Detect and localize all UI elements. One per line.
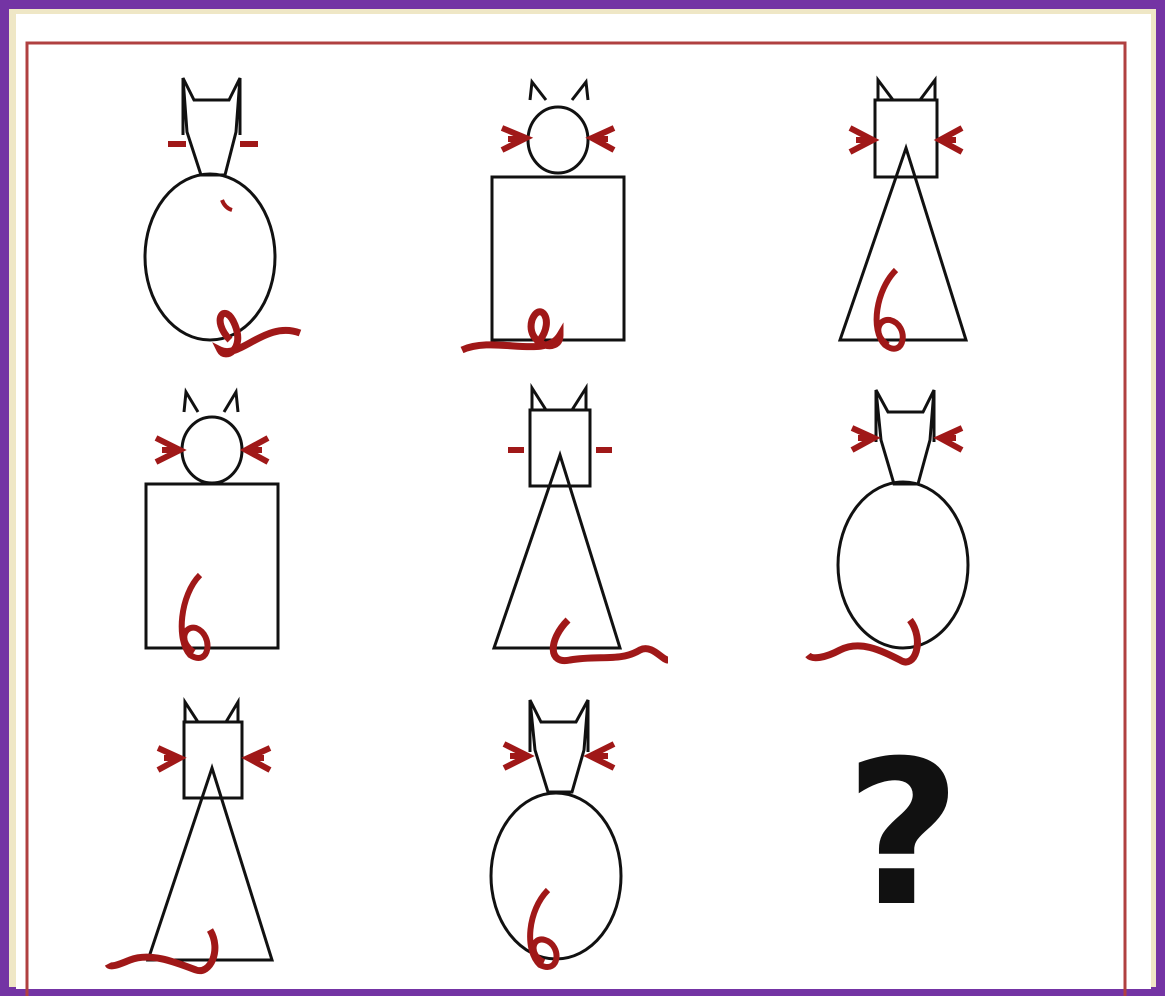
cat-whiskers: [158, 748, 270, 770]
cat-tail: [530, 890, 556, 967]
cat-tail: [182, 575, 208, 658]
cat-body: [145, 174, 275, 340]
cat-head: [182, 417, 242, 483]
cat-head: [530, 700, 588, 792]
cat-body: [492, 177, 624, 340]
cat-head: [183, 78, 240, 175]
cat-2-1: [146, 392, 278, 658]
cat-tail: [108, 930, 215, 971]
cat-head: [875, 100, 937, 177]
missing-answer-question-mark: ?: [828, 735, 978, 935]
cat-3-2: [491, 700, 621, 967]
cat-whiskers: [502, 128, 614, 150]
cat-1-1: [145, 78, 300, 354]
cat-body: [491, 793, 621, 959]
cat-whiskers: [852, 428, 962, 450]
cat-tail: [462, 312, 560, 350]
cat-1-2: [462, 82, 624, 350]
cat-head: [876, 390, 934, 484]
cat-body: [494, 455, 620, 648]
cat-head: [184, 722, 242, 798]
cat-whiskers: [156, 438, 268, 462]
cat-tail: [877, 270, 903, 349]
cat-tail: [808, 620, 917, 662]
cat-tail: [553, 620, 668, 661]
cat-whiskers: [504, 744, 614, 768]
cat-2-2: [494, 388, 668, 661]
cat-head: [528, 107, 588, 173]
cat-body: [146, 484, 278, 648]
cat-head: [530, 410, 590, 486]
cat-body: [838, 482, 968, 648]
cat-3-1: [108, 702, 272, 971]
cat-1-3: [840, 80, 966, 349]
cat-2-3: [808, 390, 968, 662]
